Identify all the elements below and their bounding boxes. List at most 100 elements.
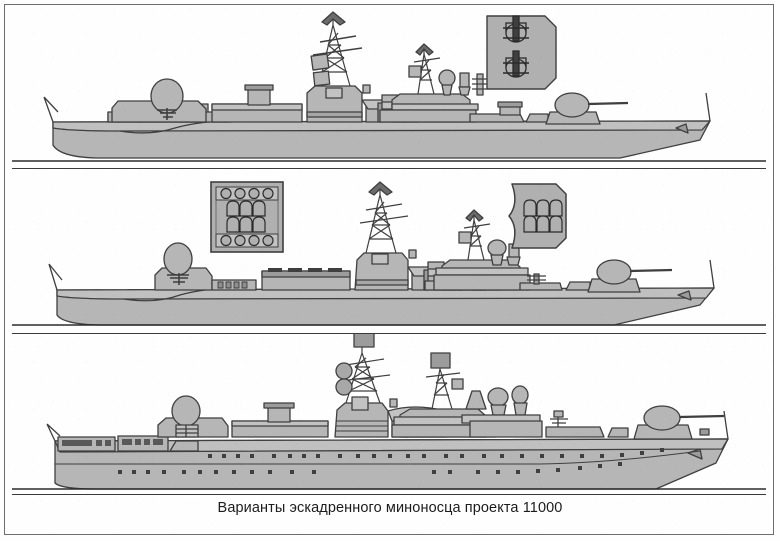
mast-platform-box-variant-2	[371, 253, 389, 265]
gun-barrel-variant-1	[587, 101, 629, 106]
mast-radar-b-variant-1	[312, 70, 331, 87]
gun-turret-base-variant-1	[545, 111, 601, 125]
forward-deck-house-variant-3	[545, 426, 605, 438]
mast-radar-dish-b-variant-3	[335, 378, 353, 396]
vls-bottom-circles	[220, 234, 274, 247]
inset-vls-grid-variant-2	[210, 181, 284, 253]
director-stem-b-variant-2	[506, 256, 521, 266]
vls-arch-row-lower	[226, 216, 266, 233]
mast-box-variant-2	[458, 231, 472, 244]
radome-variant-3	[171, 395, 201, 427]
bridge-lower-variant-2	[433, 274, 531, 291]
hull-rubbing-strake-variant-3	[55, 450, 701, 465]
masthead-antenna-variant-2	[368, 181, 393, 196]
breakwater-variant-1	[525, 113, 549, 123]
director-dome-b-variant-3	[487, 387, 509, 407]
bridge-wing-variant-1	[391, 103, 479, 111]
gun-turret-dome-variant-3	[643, 405, 681, 431]
director-stem-a-variant-2	[490, 254, 504, 266]
gun-turret-dome-variant-2	[596, 259, 632, 285]
mast-side-light-variant-1	[362, 84, 371, 94]
missile-cells-row-upper	[523, 199, 563, 217]
figure-caption: Варианты эскадренного миноносца проекта …	[217, 500, 563, 516]
mast-radar-a-variant-1	[310, 53, 330, 71]
porthole-row-upper-variant-3	[208, 448, 664, 458]
masthead-antenna-variant-1	[321, 11, 346, 26]
radome-antenna-variant-1	[157, 108, 177, 120]
mid-window-strip-variant-3	[122, 439, 163, 445]
radome-variant-2	[163, 242, 193, 276]
vls-arch-row-upper	[226, 200, 266, 217]
mast-radar-dish-a-variant-3	[335, 362, 353, 380]
mast-box-variant-1	[408, 65, 422, 78]
radome-variant-1	[150, 78, 184, 114]
fire-control-directors-variant-2	[487, 239, 521, 266]
launcher-bank-top-variant-2	[261, 270, 351, 278]
small-launcher-rail-variant-2	[527, 275, 546, 281]
director-dome-a-variant-2	[487, 239, 507, 257]
launcher-cell-upper	[503, 15, 529, 43]
lattice-mast-variant-2	[359, 182, 409, 254]
hull-sheer-strake-variant-2	[56, 287, 715, 300]
mast-radar-box-variant-3	[351, 396, 369, 411]
launcher-cell-lower	[503, 50, 529, 78]
forward-fitting-variant-3	[699, 428, 710, 436]
forward-masthead-variant-2	[465, 209, 484, 222]
forward-mast-variant-3	[425, 357, 461, 410]
funnel-variant-1	[247, 88, 271, 106]
vls-top-circles	[220, 187, 274, 200]
launcher-cell-lids-variant-2	[268, 268, 342, 272]
forward-masthead-radar-variant-3	[430, 352, 451, 369]
panel-divider-2	[12, 333, 766, 334]
bow-staff-variant-1	[705, 92, 711, 122]
funnel-grille-variant-3	[336, 420, 388, 432]
inset-twin-launcher-variant-1	[486, 15, 557, 90]
aft-window-row-variant-2	[217, 281, 248, 289]
vls-top-row	[215, 186, 279, 201]
ship-variant-1-panel	[0, 0, 780, 168]
missile-cells-row-lower	[523, 215, 563, 233]
ship-variant-2-drawing	[12, 181, 766, 326]
vls-hatch-cap-variant-1	[497, 101, 523, 108]
aux-funnel-variant-3	[267, 406, 291, 423]
radome-pedestal-variant-3	[175, 424, 199, 438]
radome-antenna-variant-3	[176, 425, 198, 437]
funnel-band-variant-2	[355, 279, 409, 286]
director-stem-b-variant-1	[458, 86, 471, 96]
director-panel-b-variant-1	[459, 72, 470, 88]
bow-anchor-variant-2	[677, 290, 692, 301]
forward-deck-house-variant-2	[519, 282, 563, 291]
funnel-band-variant-1	[306, 111, 363, 118]
vls-bottom-row	[215, 233, 279, 248]
small-launcher-variant-2	[533, 273, 540, 285]
mast-side-light-variant-2	[408, 249, 417, 259]
breakwater-variant-3	[607, 427, 629, 438]
mast-side-light-variant-3	[389, 398, 398, 408]
gun-barrel-variant-2	[629, 268, 673, 273]
bow-anchor-variant-1	[675, 123, 689, 134]
funnel-cap-variant-1	[244, 84, 274, 91]
bow-staff-variant-2	[709, 259, 715, 289]
mast-platform-box-variant-1	[325, 87, 343, 99]
bow-staff-variant-3	[723, 410, 729, 440]
fire-control-directors-variant-3	[461, 385, 543, 438]
gun-turret-base-variant-3	[633, 424, 693, 440]
gun-turret-dome-variant-1	[554, 92, 590, 118]
director-dome-a-variant-1	[438, 69, 456, 87]
fire-control-directors-variant-1	[438, 69, 488, 96]
deck-launcher-head-variant-3	[553, 410, 564, 418]
stern-post-variant-3	[46, 423, 61, 442]
lattice-mast-variant-1	[312, 12, 363, 87]
ship-variant-3-drawing	[12, 333, 766, 490]
stern-post-variant-1	[43, 96, 59, 123]
ship-variant-3-panel	[0, 333, 780, 496]
inset-frame-twin-launcher	[486, 15, 557, 90]
bridge-house-variant-3	[469, 420, 543, 438]
director-stem-b-variant-3	[490, 404, 507, 416]
mast-box-variant-3	[451, 378, 464, 390]
main-funnel-variant-3	[334, 402, 389, 438]
aft-window-strip-variant-3	[62, 440, 111, 446]
stern-post-variant-2	[48, 263, 63, 291]
gun-barrel-variant-3	[679, 414, 725, 419]
